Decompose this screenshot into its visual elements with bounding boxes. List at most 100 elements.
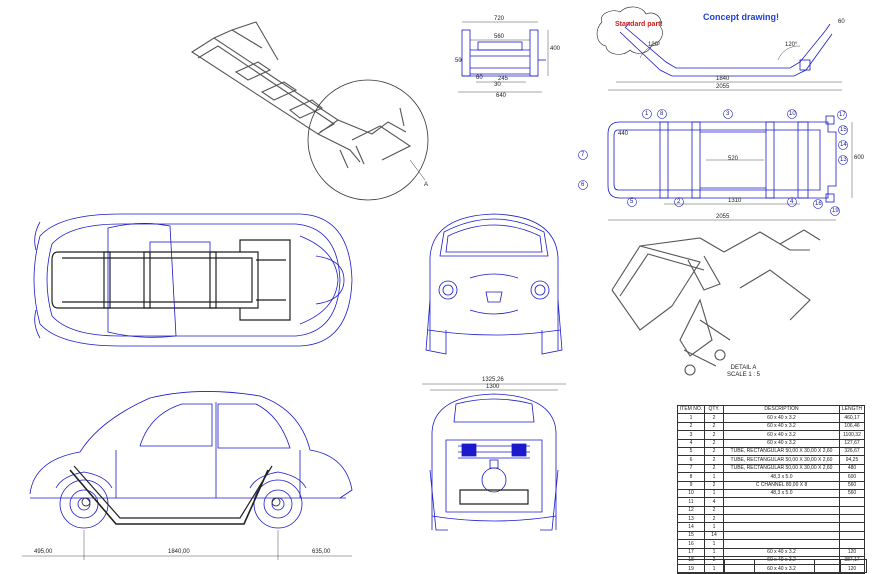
concept-angle-right: 120° <box>785 42 798 48</box>
top-dim-2055: 2055 <box>716 214 730 220</box>
bom-cell-item-no: 15 <box>677 530 705 541</box>
bom-cell-description: TUBE, RECTANGULAR 50,00 X 30,00 X 2,60 <box>723 463 840 474</box>
dim-50: 50 <box>455 58 462 64</box>
title-block <box>677 559 867 573</box>
balloon-1: 1 <box>645 111 649 117</box>
dim-245: 245 <box>498 76 509 82</box>
balloon-5: 5 <box>630 199 634 205</box>
bom-cell-length: 560 <box>839 488 865 499</box>
bom-cell-qty: 2 <box>704 505 724 516</box>
bom-cell-item-no: 16 <box>677 539 705 549</box>
balloon-14: 14 <box>840 142 847 148</box>
bom-cell-qty: 4 <box>704 497 724 507</box>
bom-cell-description <box>723 497 840 507</box>
bom-cell-length: 94,25 <box>839 455 865 465</box>
concept-dim-1840: 1840 <box>716 76 730 82</box>
bom-header-qty: QTY. <box>704 404 724 415</box>
bom-cell-length: 600 <box>839 472 865 482</box>
bom-cell-length <box>839 514 865 524</box>
car-side-view <box>29 391 353 529</box>
detail-caption: DETAIL A SCALE 1 : 5 <box>727 365 760 379</box>
bom-cell-length <box>839 522 865 532</box>
top-dim-520: 520 <box>728 156 739 162</box>
dim-720: 720 <box>494 16 505 22</box>
balloon-2: 2 <box>677 199 681 205</box>
detail-callout-label: A <box>424 182 429 188</box>
bom-cell-item-no: 13 <box>677 514 705 524</box>
bom-cell-description: 60 x 40 x 3.2 <box>723 421 840 432</box>
bom-cell-description: C CHANNEL 80,00 X 8 <box>723 480 840 490</box>
car-side-dim-wheelbase: 1840,00 <box>168 549 190 555</box>
detail-caption-title: DETAIL A <box>730 365 757 371</box>
balloon-19: 19 <box>832 208 839 214</box>
concept-angle-left: 120° <box>648 42 661 48</box>
bom-cell-item-no: 4 <box>677 438 705 448</box>
bom-cell-item-no: 17 <box>677 547 705 558</box>
bom-cell-qty: 2 <box>704 438 724 448</box>
detail-caption-scale: SCALE 1 : 5 <box>727 372 761 378</box>
balloon-8: 8 <box>660 111 664 117</box>
bom-cell-qty: 1 <box>704 547 724 558</box>
car-rear-view <box>429 393 559 531</box>
bom-header-length: LENGTH <box>839 404 865 415</box>
concept-dim-2055: 2055 <box>716 84 730 90</box>
car-top-view <box>33 213 353 347</box>
balloon-15: 15 <box>840 127 847 133</box>
concept-side-view <box>596 6 833 77</box>
dim-60: 60 <box>476 75 483 81</box>
bom-cell-length: 560 <box>839 480 865 490</box>
bom-header-item-no: ITEM NO. <box>677 404 705 415</box>
car-side-dim-front-overhang: 495,00 <box>34 549 53 555</box>
bom-cell-item-no: 5 <box>677 446 705 457</box>
bom-cell-item-no: 9 <box>677 480 705 490</box>
bom-cell-qty: 14 <box>704 530 724 541</box>
bom-cell-length <box>839 539 865 549</box>
balloon-16: 16 <box>815 201 822 207</box>
balloon-10: 10 <box>789 111 796 117</box>
bom-cell-description: 48,3 x 5.0 <box>723 472 840 482</box>
bom-cell-qty: 2 <box>704 514 724 524</box>
bom-cell-item-no: 8 <box>677 472 705 482</box>
frame-front-view <box>460 29 546 77</box>
bom-cell-length <box>839 497 865 507</box>
bom-cell-length <box>839 505 865 516</box>
isometric-chassis <box>190 21 412 169</box>
bom-cell-length: 127,67 <box>839 438 865 448</box>
bom-cell-description <box>723 530 840 541</box>
bom-cell-item-no: 1 <box>677 413 705 423</box>
bom-cell-item-no: 14 <box>677 522 705 532</box>
detail-a-view <box>611 229 821 376</box>
top-dim-1310: 1310 <box>728 198 742 204</box>
bom-cell-item-no: 6 <box>677 455 705 465</box>
balloon-7: 7 <box>581 152 585 158</box>
balloon-6: 6 <box>581 182 585 188</box>
bom-cell-description <box>723 539 840 549</box>
bom-cell-length <box>839 530 865 541</box>
bom-cell-description: 60 x 40 x 3.2 <box>723 438 840 448</box>
bom-cell-description: 60 x 40 x 3.2 <box>723 547 840 558</box>
bom-cell-item-no: 11 <box>677 497 705 507</box>
car-side-dim-rear-overhang: 635,00 <box>312 549 331 555</box>
bom-cell-length: 460,17 <box>839 413 865 423</box>
bom-cell-description: TUBE, RECTANGULAR 50,00 X 30,00 X 2,60 <box>723 455 840 465</box>
